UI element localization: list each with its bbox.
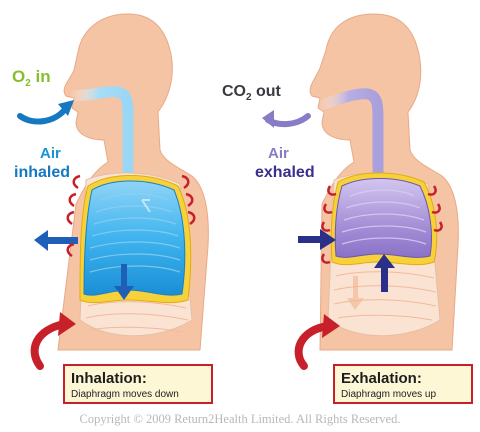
inhalation-caption-box: Inhalation: Diaphragm moves down (63, 364, 213, 404)
exhalation-figure (262, 13, 459, 370)
inhalation-nose-arrowhead (58, 100, 74, 116)
inhalation-lower-ribs (85, 301, 189, 333)
exhalation-nose-arrowhead (262, 110, 274, 128)
exhalation-big-curve-arrow (294, 322, 332, 370)
inhalation-figure (17, 13, 209, 370)
copyright-notice: Copyright © 2009 Return2Health Limited. … (79, 412, 401, 426)
inhalation-lung-ribs (89, 193, 181, 273)
inhalation-chest-expand-arrow (34, 230, 78, 251)
inhalation-subtitle: Diaphragm moves down (71, 389, 179, 400)
exhalation-action-label: exhaled (255, 164, 315, 181)
exhalation-chest-contract-arrow (298, 229, 336, 250)
exhalation-abdomen-arrow (347, 276, 364, 310)
inhalation-airway (64, 86, 134, 191)
inhalation-title: Inhalation: (71, 370, 147, 387)
exhalation-lung-ribs (341, 189, 427, 245)
inhalation-big-curve-arrow (30, 320, 68, 370)
inhalation-action-label: inhaled (14, 164, 71, 181)
exhalation-air-label: Air (268, 145, 289, 162)
exhalation-caption-box: Exhalation: Diaphragm moves up (333, 364, 473, 404)
inhalation-lungs (83, 180, 186, 296)
inhalation-gas-label: O2 in (12, 67, 51, 89)
exhalation-airway (312, 88, 384, 186)
exhalation-diaphragm-arrow (374, 254, 395, 292)
exhalation-subtitle: Diaphragm moves up (341, 389, 437, 400)
exhalation-title: Exhalation: (341, 370, 422, 387)
inhalation-big-curve-arrowhead (58, 312, 76, 336)
exhalation-lungs (334, 178, 433, 258)
inhalation-diaphragm-arrow (114, 264, 134, 300)
inhalation-air-label: Air (40, 145, 61, 162)
exhalation-rib-arrows (321, 185, 443, 264)
inhalation-inner-arrow (141, 199, 151, 213)
inhalation-rib-arrows (66, 174, 196, 258)
inhalation-nose-arrow (17, 105, 69, 125)
exhalation-big-curve-arrowhead (322, 314, 340, 338)
exhalation-gas-label: CO2 out (222, 83, 281, 103)
